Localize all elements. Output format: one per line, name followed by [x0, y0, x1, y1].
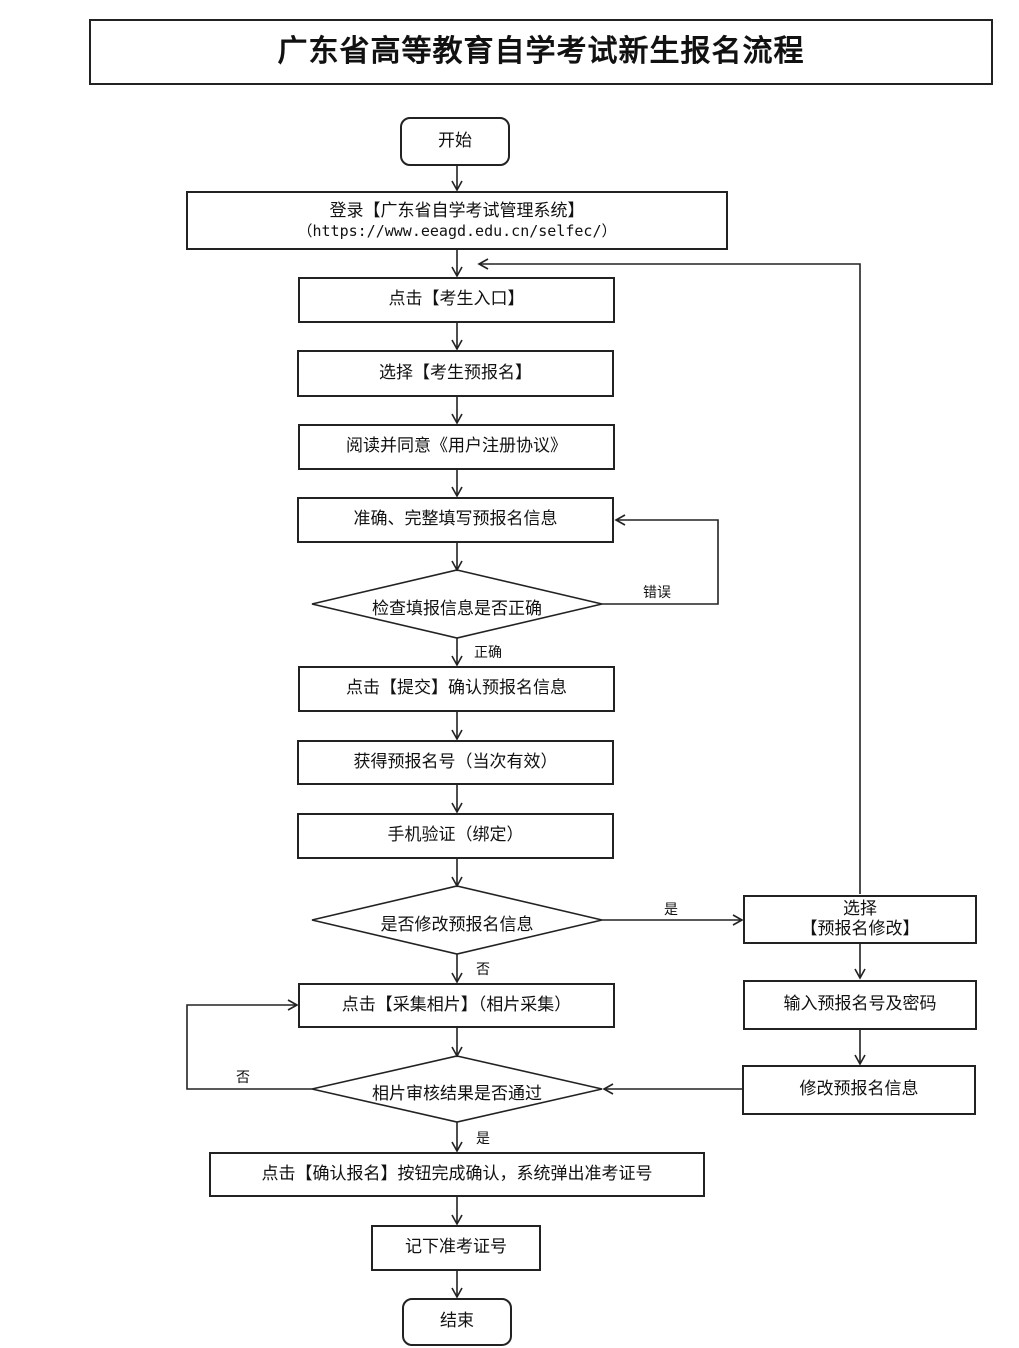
step-confirm: 点击【确认报名】按钮完成确认，系统弹出准考证号: [209, 1152, 705, 1197]
start-label: 开始: [438, 130, 472, 151]
page-title-box: 广东省高等教育自学考试新生报名流程: [89, 19, 993, 85]
step-prereg-label: 选择【考生预报名】: [379, 362, 532, 383]
label-no-photo: 否: [236, 1070, 250, 1086]
step-fill-label: 准确、完整填写预报名信息: [353, 509, 558, 530]
step-getno: 获得预报名号（当次有效）: [297, 740, 614, 785]
label-error: 错误: [643, 585, 671, 601]
step-phone-label: 手机验证（绑定）: [387, 825, 524, 846]
end-node: 结束: [402, 1298, 512, 1346]
step-getno-label: 获得预报名号（当次有效）: [353, 751, 558, 772]
step-submit-label: 点击【提交】确认预报名信息: [346, 678, 567, 699]
step-note: 记下准考证号: [371, 1225, 541, 1271]
label-no-modify: 否: [476, 962, 490, 978]
photo-decision-label: 相片审核结果是否通过: [372, 1084, 542, 1104]
step-confirm-label: 点击【确认报名】按钮完成确认，系统弹出准考证号: [261, 1163, 653, 1184]
right-input: 输入预报名号及密码: [743, 980, 977, 1030]
step-agree: 阅读并同意《用户注册协议》: [298, 424, 615, 470]
right-select-line1: 选择: [843, 898, 877, 919]
label-correct: 正确: [474, 645, 502, 661]
login-url: （https://www.eeagd.edu.cn/selfec/）: [297, 221, 617, 240]
right-select-line2: 【预报名修改】: [800, 918, 920, 939]
right-modify-label: 修改预报名信息: [799, 1079, 919, 1100]
label-yes-photo: 是: [476, 1131, 490, 1147]
right-select: 选择 【预报名修改】: [743, 895, 977, 944]
end-label: 结束: [440, 1311, 474, 1332]
step-submit: 点击【提交】确认预报名信息: [298, 666, 615, 712]
page-title: 广东省高等教育自学考试新生报名流程: [277, 34, 805, 70]
check-decision-label: 检查填报信息是否正确: [372, 599, 542, 619]
step-entry-label: 点击【考生入口】: [388, 289, 525, 310]
step-agree-label: 阅读并同意《用户注册协议》: [346, 436, 567, 457]
step-entry: 点击【考生入口】: [298, 277, 615, 323]
modify-decision-label: 是否修改预报名信息: [380, 915, 534, 935]
step-photo: 点击【采集相片】（相片采集）: [298, 983, 615, 1028]
step-photo-label: 点击【采集相片】（相片采集）: [341, 994, 572, 1015]
step-phone: 手机验证（绑定）: [297, 813, 614, 859]
start-node: 开始: [400, 117, 510, 166]
step-prereg: 选择【考生预报名】: [297, 350, 614, 397]
login-label: 登录【广东省自学考试管理系统】: [329, 200, 585, 221]
step-note-label: 记下准考证号: [405, 1237, 507, 1258]
right-modify: 修改预报名信息: [742, 1065, 976, 1115]
right-input-label: 输入预报名号及密码: [783, 994, 937, 1015]
login-node: 登录【广东省自学考试管理系统】 （https://www.eeagd.edu.c…: [186, 191, 728, 250]
step-fill: 准确、完整填写预报名信息: [297, 497, 614, 543]
label-yes-modify: 是: [664, 902, 678, 918]
